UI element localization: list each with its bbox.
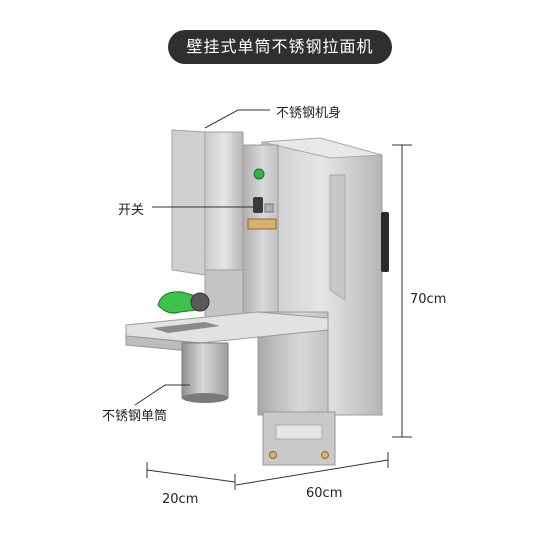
machine-top-cap — [261, 137, 383, 159]
cylinder-bottom — [182, 393, 228, 403]
tray-cutout — [152, 322, 220, 333]
machine-left-block — [171, 129, 206, 276]
bracket-screw-left — [269, 451, 277, 459]
callout-label-switch: 开关 — [118, 203, 145, 218]
dim-label-height: 70cm — [410, 292, 447, 307]
panel-notch — [329, 174, 346, 301]
callout-label-cylinder: 不锈钢单筒 — [102, 409, 168, 424]
bracket-screw-right — [321, 451, 329, 459]
callout-line-body — [204, 109, 270, 129]
handle-hub — [190, 292, 210, 312]
side-handle — [381, 212, 389, 272]
depth-dim-line — [146, 469, 236, 483]
switch-plate — [247, 218, 277, 230]
power-switch[interactable] — [253, 197, 263, 213]
product-title: 壁挂式单筒不锈钢拉面机 — [168, 30, 392, 64]
callout-line-cylinder — [134, 384, 190, 406]
bracket-slot — [275, 424, 323, 440]
steel-cylinder — [181, 342, 229, 399]
callout-label-body: 不锈钢机身 — [276, 106, 342, 121]
machine-middle-block — [204, 269, 244, 321]
width-dim-line — [235, 459, 389, 486]
green-handle[interactable] — [157, 291, 197, 314]
switch-knob — [264, 203, 274, 213]
indicator-light — [253, 168, 265, 180]
dim-label-width: 60cm — [306, 486, 343, 501]
machine-front-block — [204, 131, 244, 276]
dim-label-depth: 20cm — [162, 492, 199, 507]
